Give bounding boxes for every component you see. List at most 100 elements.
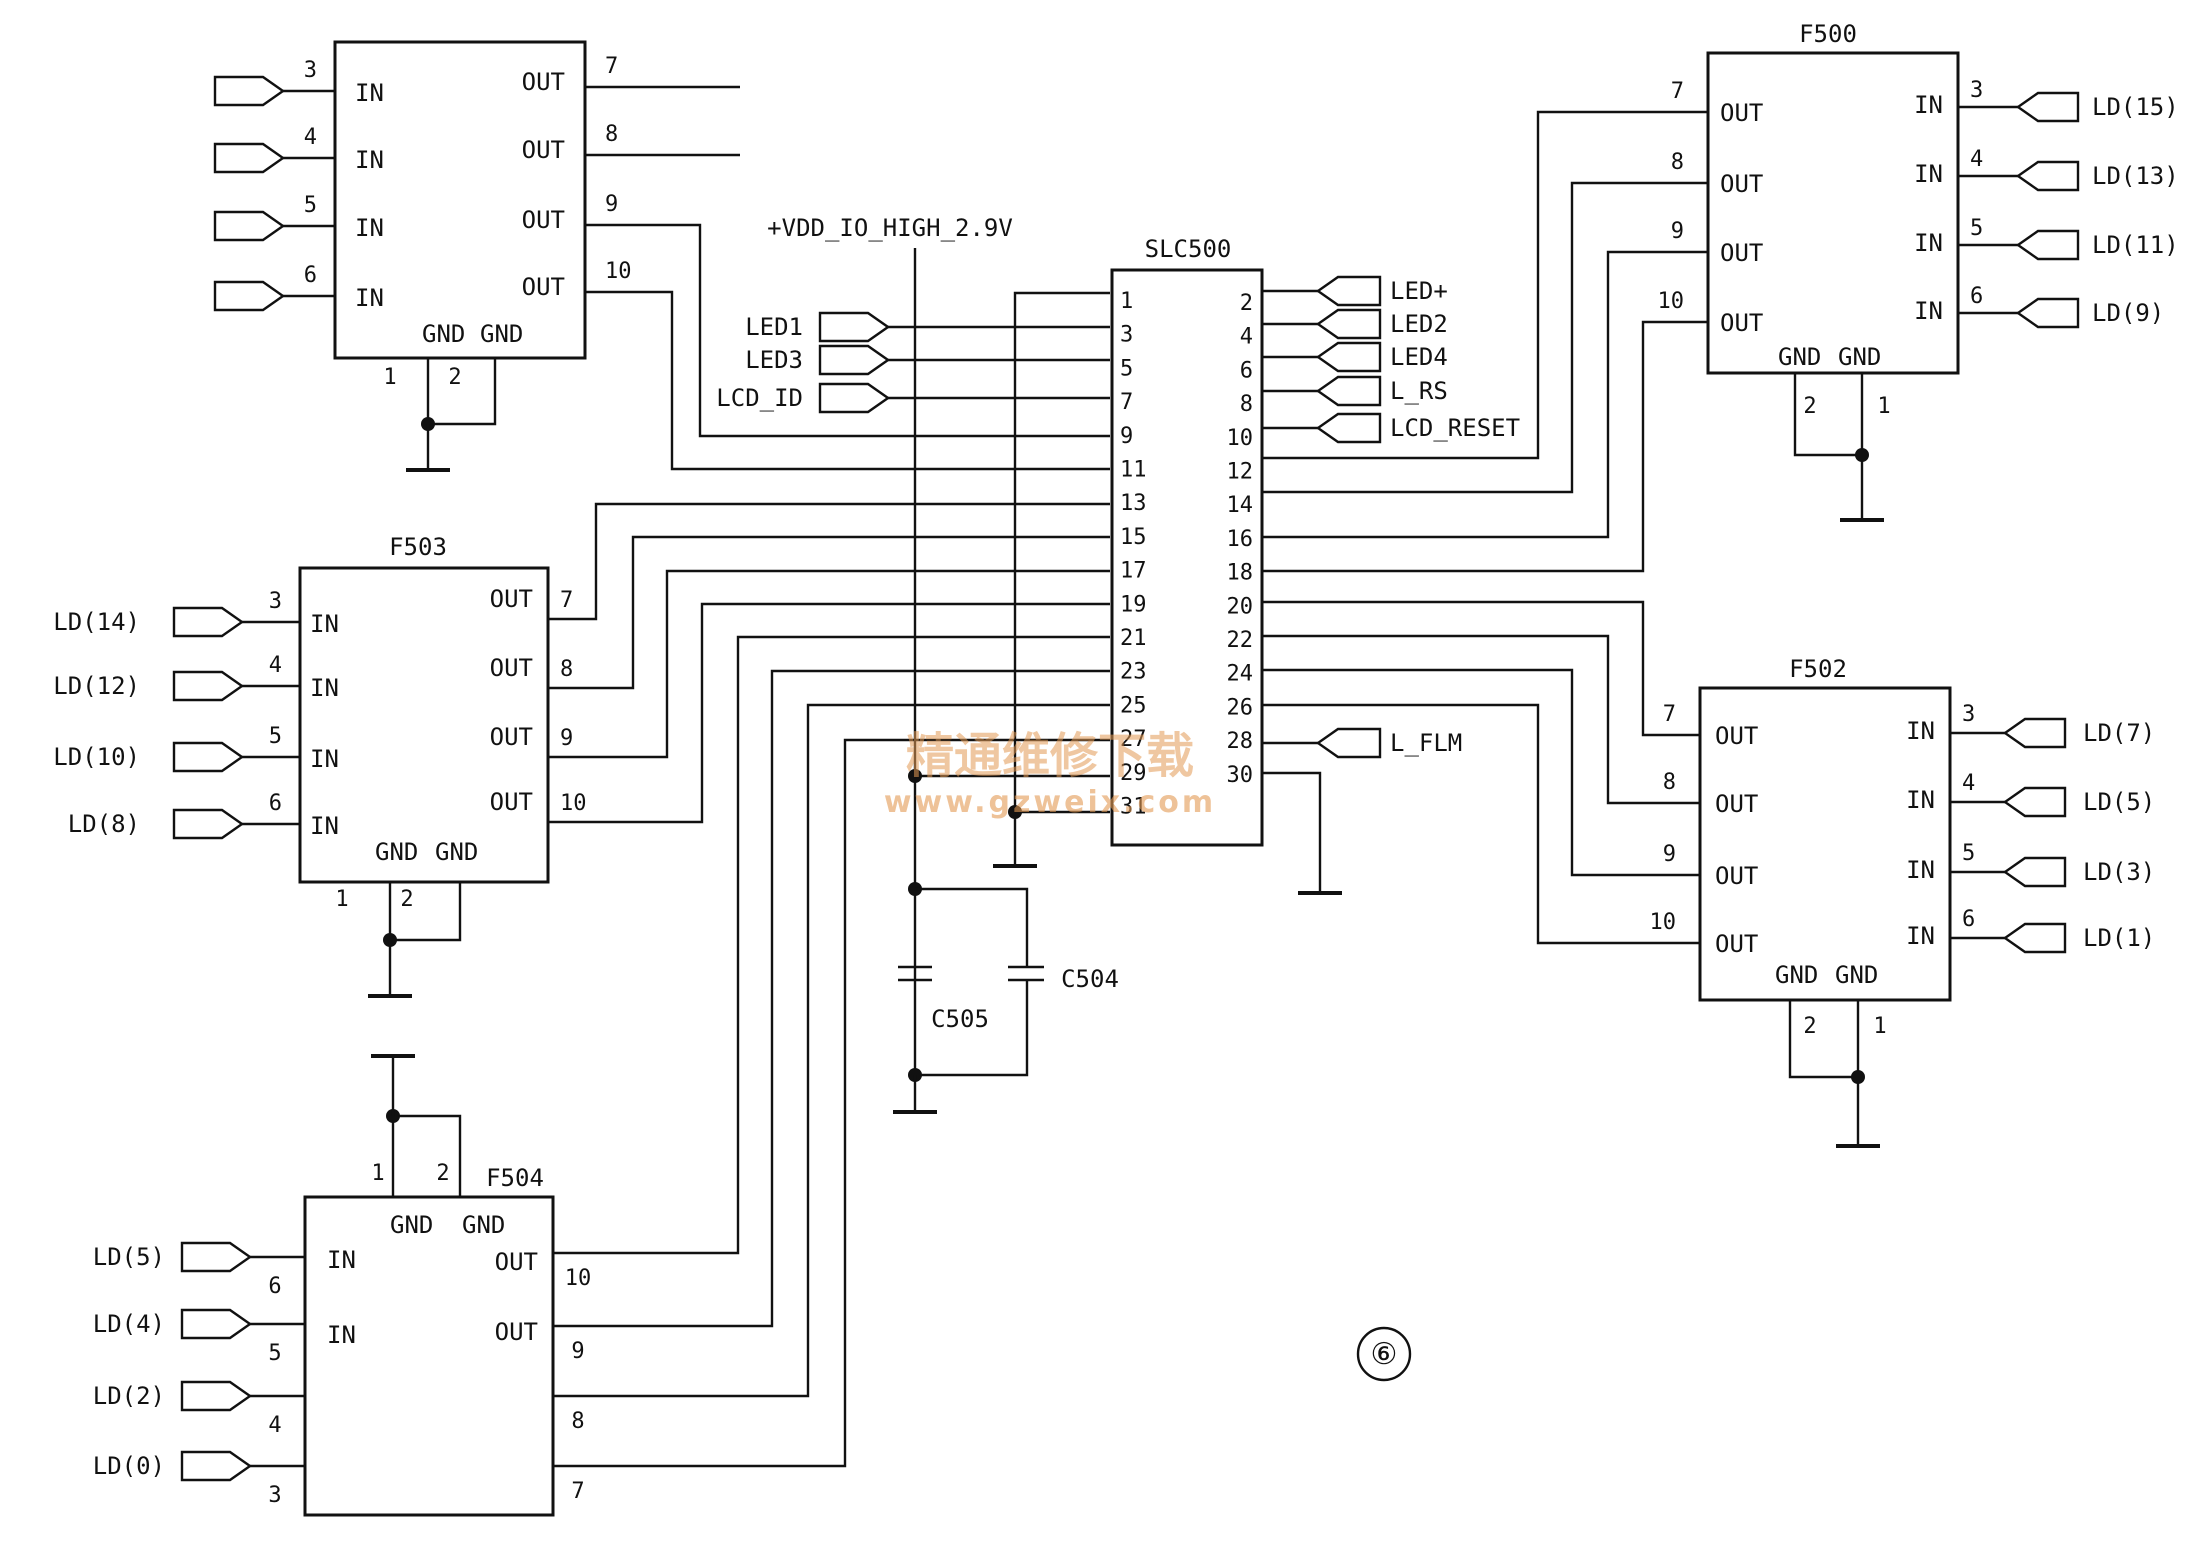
pin-number: 1 [1873, 1014, 1886, 1039]
gnd-label: GND [1775, 961, 1818, 989]
signal-flag-icon [180, 1308, 253, 1340]
pin-number: 4 [268, 1413, 281, 1438]
pin-number: 2 [436, 1161, 449, 1186]
signal-flag-icon [213, 142, 286, 174]
connector-pin-number: 12 [1227, 460, 1254, 485]
out-label: OUT [490, 585, 533, 613]
left-signal-label: LED1 [745, 313, 803, 341]
connector-pin-number: 5 [1120, 356, 1133, 381]
connector-pin-number: 14 [1227, 493, 1254, 518]
out-label: OUT [495, 1248, 538, 1276]
connector-pin-number: 24 [1227, 662, 1254, 687]
wire [553, 669, 1110, 1328]
pin-number: 3 [304, 58, 317, 83]
wire [1262, 703, 1700, 945]
signal-flag-icon [2015, 160, 2080, 192]
input-signal-label: LD(13) [2092, 162, 2179, 190]
wire [1262, 250, 1708, 539]
connector-pin-number: 21 [1120, 626, 1147, 651]
out-label: OUT [1715, 862, 1758, 890]
input-signal-label: LD(9) [2092, 299, 2164, 327]
pin-number: 9 [560, 726, 573, 751]
connector-pin-number: 22 [1227, 628, 1254, 653]
chip-title: F504 [486, 1164, 544, 1192]
connector-pin-number: 28 [1227, 729, 1254, 754]
wire [1262, 668, 1700, 877]
in-label: IN [327, 1246, 356, 1274]
signal-flag-icon [1315, 341, 1382, 373]
chip-title: F502 [1789, 655, 1847, 683]
in-label: IN [1914, 297, 1943, 325]
right-signal-label: LED+ [1390, 277, 1448, 305]
wire [390, 882, 462, 942]
wire [393, 1114, 462, 1197]
pin-number: 6 [1970, 284, 1983, 309]
signal-flag-icon [1315, 375, 1382, 407]
signal-flag-icon [172, 741, 245, 773]
signal-flag-icon [1315, 308, 1382, 340]
wire [1262, 320, 1708, 573]
out-label: OUT [1720, 239, 1763, 267]
out-label: OUT [1715, 790, 1758, 818]
pin-number: 1 [371, 1161, 384, 1186]
pin-number: 7 [1663, 702, 1676, 727]
pin-number: 3 [268, 1483, 281, 1508]
signal-flag-icon [2002, 786, 2067, 818]
input-signal-label: LD(1) [2083, 924, 2155, 952]
pin-number: 7 [1671, 79, 1684, 104]
connector-slc500 [1110, 268, 1264, 847]
pin-number: 3 [269, 589, 282, 614]
gnd-label: GND [480, 320, 523, 348]
out-label: OUT [1720, 99, 1763, 127]
pin-number: 9 [571, 1339, 584, 1364]
out-label: OUT [490, 654, 533, 682]
wire [553, 635, 1110, 1255]
gnd-label: GND [390, 1211, 433, 1239]
signal-flag-icon [818, 344, 891, 376]
signal-flag-icon [1315, 727, 1382, 759]
pin-number: 10 [1658, 289, 1685, 314]
chip-f500 [1706, 51, 1960, 375]
in-label: IN [1906, 786, 1935, 814]
signal-flag-icon [180, 1450, 253, 1482]
in-label: IN [355, 146, 384, 174]
gnd-label: GND [375, 838, 418, 866]
signal-flag-icon [180, 1380, 253, 1412]
wire [1262, 771, 1322, 893]
chip-top-left [333, 40, 587, 360]
connector-pin-number: 23 [1120, 660, 1147, 685]
wire [1262, 181, 1708, 494]
pin-number: 8 [560, 657, 573, 682]
input-signal-label: LD(5) [93, 1243, 165, 1271]
connector-pin-number: 19 [1120, 592, 1147, 617]
in-label: IN [355, 214, 384, 242]
in-label: IN [310, 610, 339, 638]
pin-number: 8 [571, 1409, 584, 1434]
wire [1262, 634, 1700, 805]
right-signal-label: L_RS [1390, 377, 1448, 405]
right-signal-label: LED4 [1390, 343, 1448, 371]
connector-pin-number: 26 [1227, 695, 1254, 720]
pin-number: 2 [448, 365, 461, 390]
signal-flag-icon [1315, 275, 1382, 307]
connector-pin-number: 16 [1227, 527, 1254, 552]
wire [585, 290, 1110, 471]
wire [1262, 110, 1708, 460]
pin-number: 5 [1970, 216, 1983, 241]
pin-number: 2 [1803, 1014, 1816, 1039]
wire [1262, 600, 1700, 737]
power-label: +VDD_IO_HIGH_2.9V [767, 214, 1013, 242]
wire [553, 703, 1110, 1398]
input-signal-label: LD(2) [93, 1382, 165, 1410]
wire [1013, 291, 1110, 860]
connector-pin-number: 8 [1240, 392, 1253, 417]
pin-number: 2 [1803, 394, 1816, 419]
out-label: OUT [490, 788, 533, 816]
signal-flag-icon [213, 280, 286, 312]
wire [548, 569, 1110, 759]
in-label: IN [310, 812, 339, 840]
chip-title: F503 [389, 533, 447, 561]
junction-dot [1855, 448, 1869, 462]
in-label: IN [1914, 229, 1943, 257]
